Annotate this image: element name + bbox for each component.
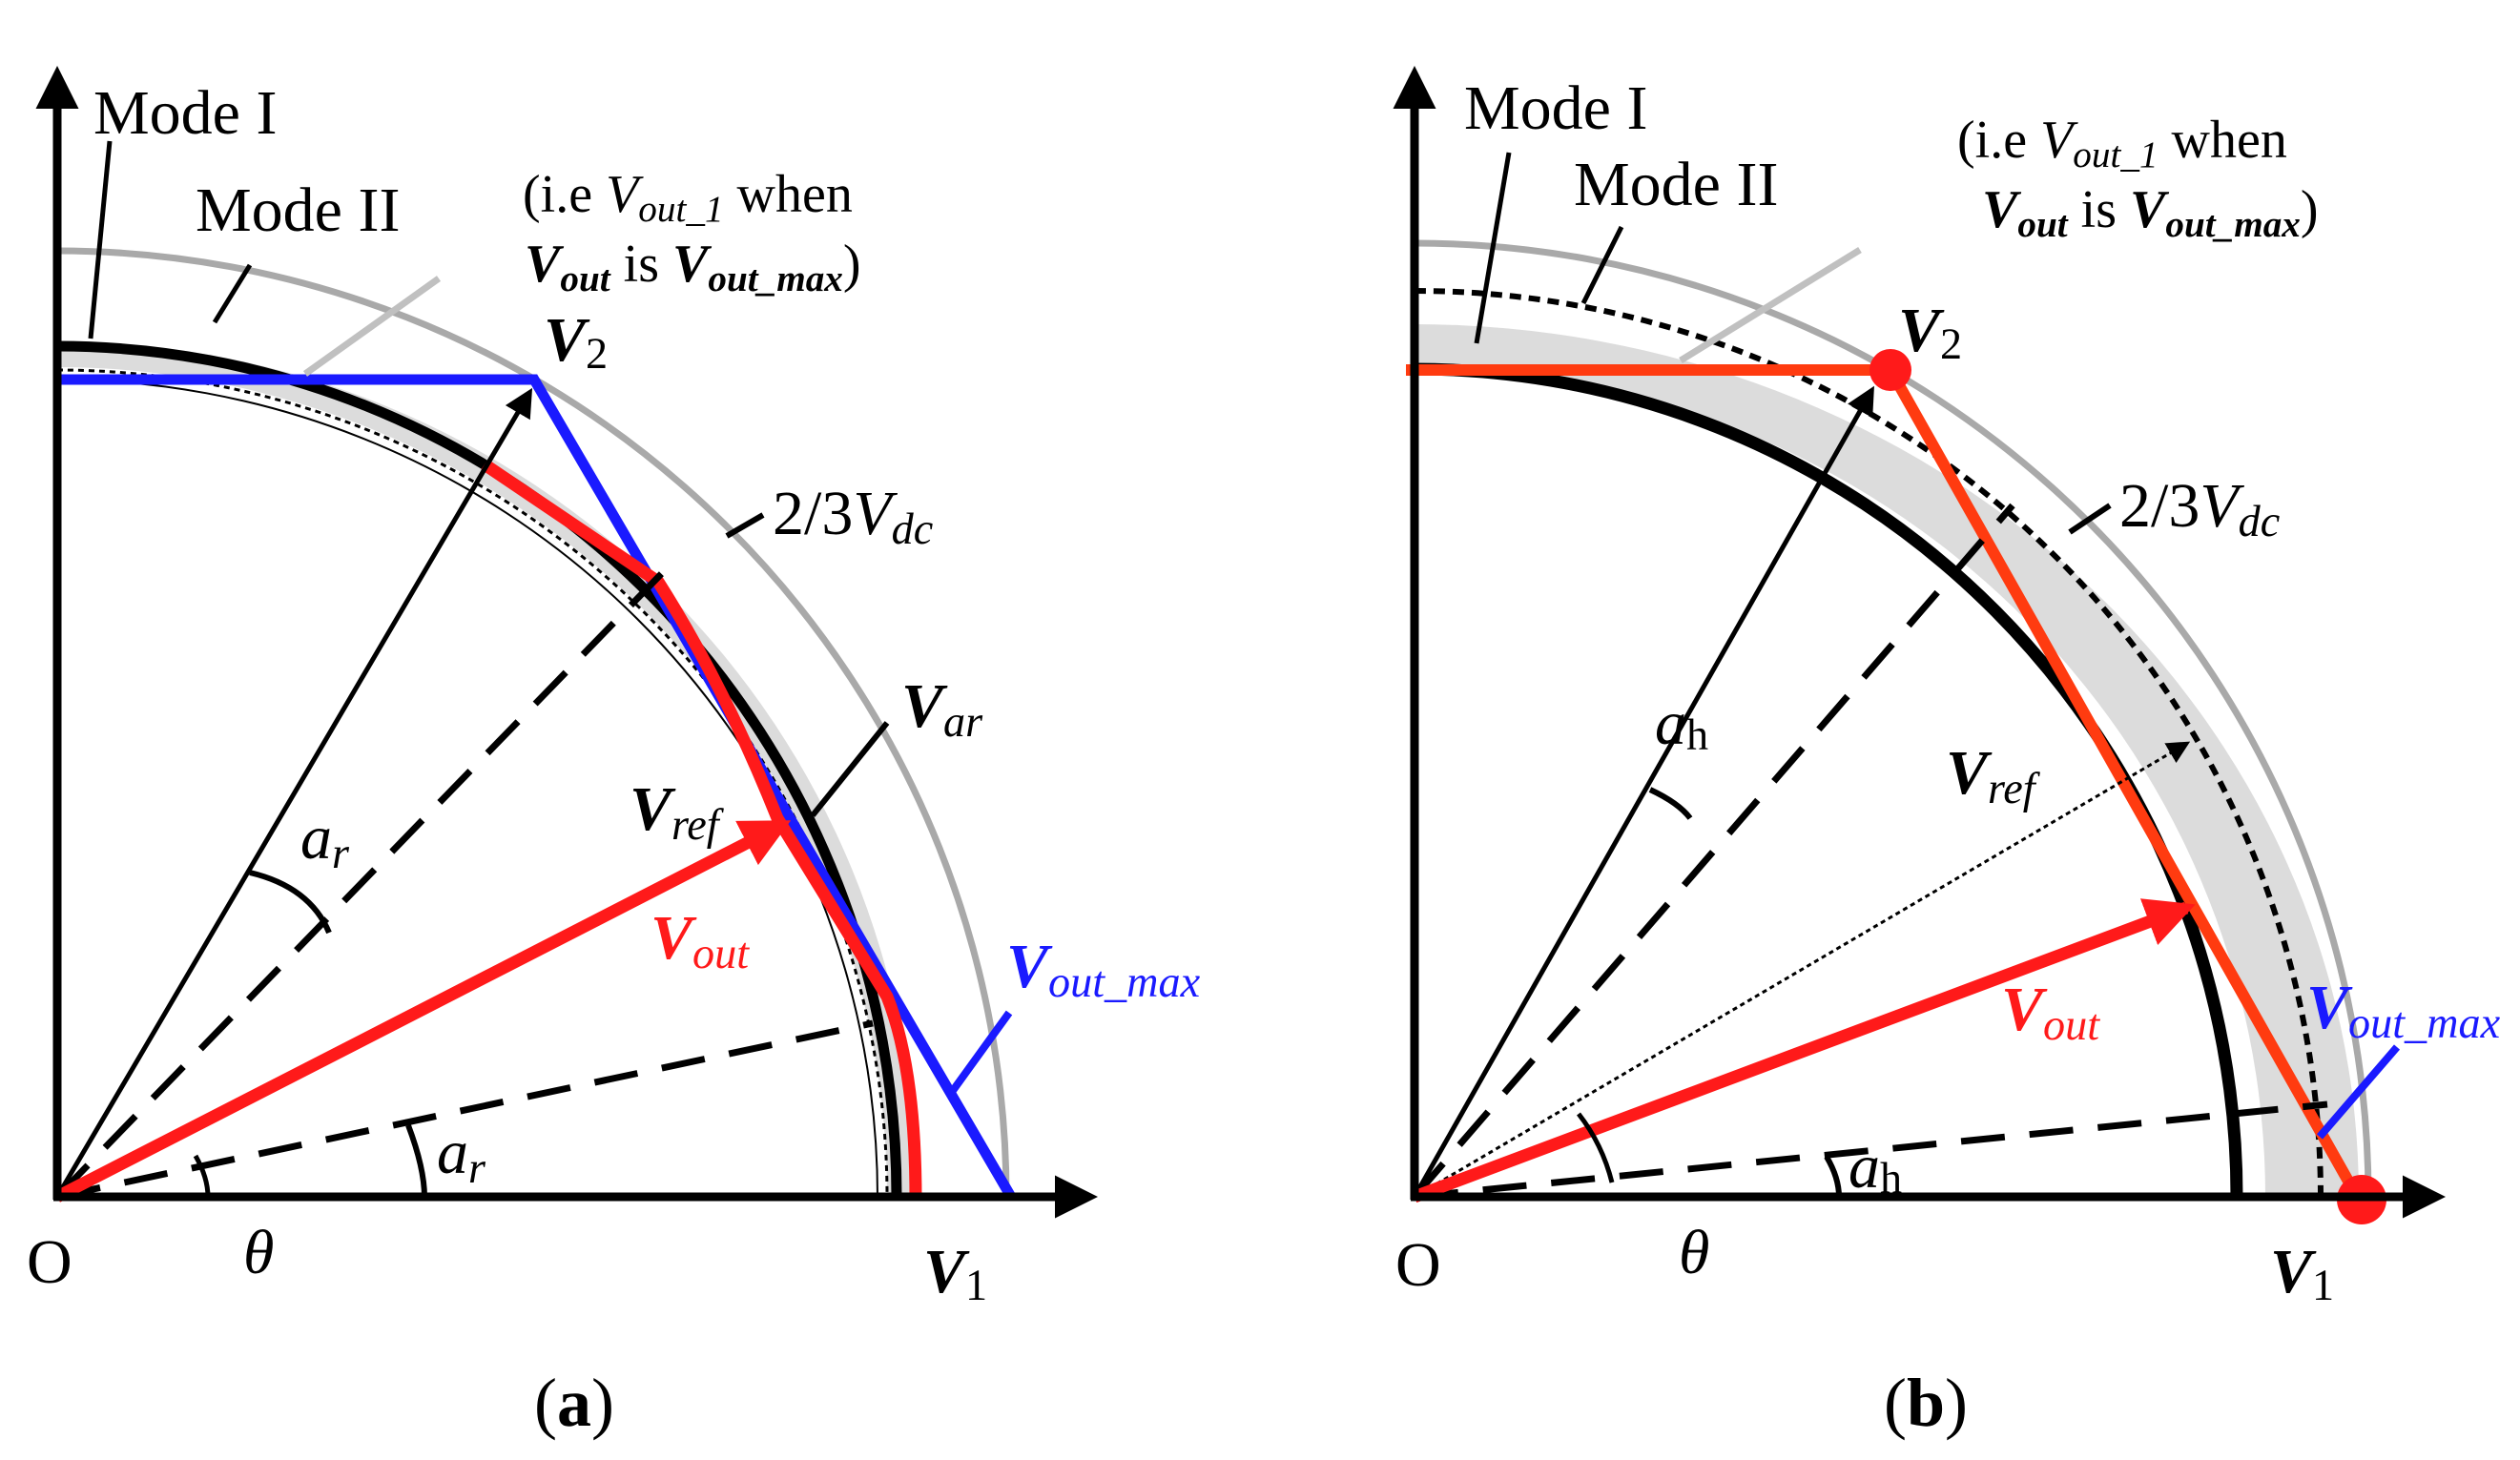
- alpha-lower-label: ah: [1849, 1132, 1902, 1203]
- vout-vector: [54, 819, 792, 1203]
- v1-label: V1: [2270, 1237, 2334, 1309]
- vdc-label: 2/3Vdc: [2119, 471, 2280, 545]
- v2-dot: [1869, 349, 1911, 391]
- dashed-line-lower: [56, 1019, 874, 1201]
- leader-mode2: [212, 263, 253, 324]
- caption-a: (a): [534, 1365, 614, 1441]
- vout-label: Vout: [651, 903, 750, 977]
- mode1-circle: [56, 340, 902, 1198]
- dashed-line-lower: [1414, 1100, 2328, 1201]
- note-line1: (i.e Vout_1 when: [1957, 111, 2287, 175]
- angle-arc-lower: [1824, 1155, 1842, 1198]
- v2-label: V2: [544, 305, 608, 378]
- v2-vector: [54, 387, 533, 1199]
- vref-vector: [1414, 741, 2191, 1199]
- var-label: Var: [901, 671, 983, 746]
- angle-arc-lower: [405, 1123, 427, 1198]
- voutmax-label: Vout_max: [2306, 973, 2501, 1047]
- vref-label: Vref: [630, 774, 725, 849]
- theta-label: θ: [1679, 1218, 1709, 1287]
- leader-voutmax: [2316, 1044, 2401, 1140]
- theta-arc: [1577, 1112, 1615, 1183]
- grey-band: [1415, 324, 2359, 1197]
- origin-label: O: [1395, 1230, 1441, 1300]
- voutmax-label: Vout_max: [1006, 932, 1201, 1006]
- vdc-label: 2/3Vdc: [773, 479, 933, 553]
- mode2-label: Mode II: [196, 175, 400, 245]
- v2-vector: [1412, 385, 1874, 1199]
- mode1-circle: [1414, 362, 2243, 1198]
- mode2-label: Mode II: [1574, 150, 1778, 219]
- mode1-label: Mode I: [93, 78, 277, 148]
- angle-arc-upper: [249, 870, 332, 935]
- alpha-upper-label: ah: [1655, 689, 1708, 759]
- note-line2: Vout is Vout_max): [525, 235, 861, 299]
- panel-a: Mode I Mode II (i.e Vout_1 when Vout is …: [27, 66, 1201, 1441]
- leader-var: [810, 721, 890, 817]
- vout-label: Vout: [2001, 975, 2100, 1049]
- outer-boundary-arc: [56, 247, 1010, 1198]
- v1-label: V1: [923, 1237, 987, 1309]
- note-line2: Vout is Vout_max): [1982, 180, 2319, 245]
- alpha-lower-label: ar: [437, 1118, 486, 1192]
- leader-note: [1679, 247, 1862, 363]
- leader-vdc: [2068, 503, 2112, 535]
- dashed-line-upper: [1412, 503, 2015, 1200]
- origin-label: O: [27, 1227, 72, 1297]
- vout-vector: [1412, 898, 2196, 1203]
- theta-label: θ: [243, 1218, 274, 1287]
- leader-vdc: [725, 512, 765, 539]
- leader-mode1: [1474, 152, 1512, 344]
- leader-mode2: [1580, 225, 1624, 305]
- mode1-label: Mode I: [1464, 73, 1647, 143]
- theta-arc: [193, 1154, 211, 1198]
- leader-note: [302, 276, 442, 377]
- angle-arc-upper: [1648, 787, 1693, 820]
- leader-mode1: [88, 140, 113, 339]
- leader-voutmax: [948, 1010, 1013, 1095]
- alpha-upper-label: ar: [300, 803, 350, 877]
- dotted-arc: [56, 368, 889, 1198]
- vout-trajectory: [481, 459, 922, 1201]
- note-line1: (i.e Vout_1 when: [523, 165, 853, 230]
- vout-max-path: [57, 374, 1016, 1200]
- v2-label: V2: [1898, 296, 1962, 368]
- panel-b: Mode I Mode II (i.e Vout_1 when Vout is …: [1393, 66, 2501, 1441]
- dotted-arc: [1414, 288, 2324, 1198]
- dashed-line-upper: [54, 569, 666, 1200]
- vref-label: Vref: [1946, 738, 2041, 812]
- inner-thin-arc: [56, 379, 878, 1198]
- caption-b: (b): [1884, 1365, 1968, 1441]
